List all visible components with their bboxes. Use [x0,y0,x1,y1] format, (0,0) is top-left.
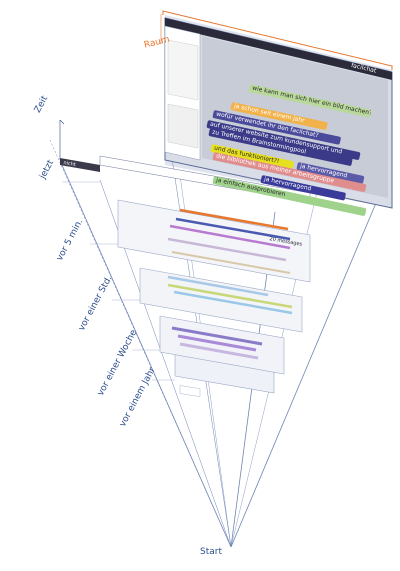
start-label: Start [200,547,222,557]
layer-5min [117,199,311,283]
raum-bracket [160,10,393,70]
layer-week [159,315,285,375]
time-ticks [62,181,175,381]
layer-year [174,351,275,397]
layer-hour [139,267,303,333]
zeit-axis [59,119,65,160]
